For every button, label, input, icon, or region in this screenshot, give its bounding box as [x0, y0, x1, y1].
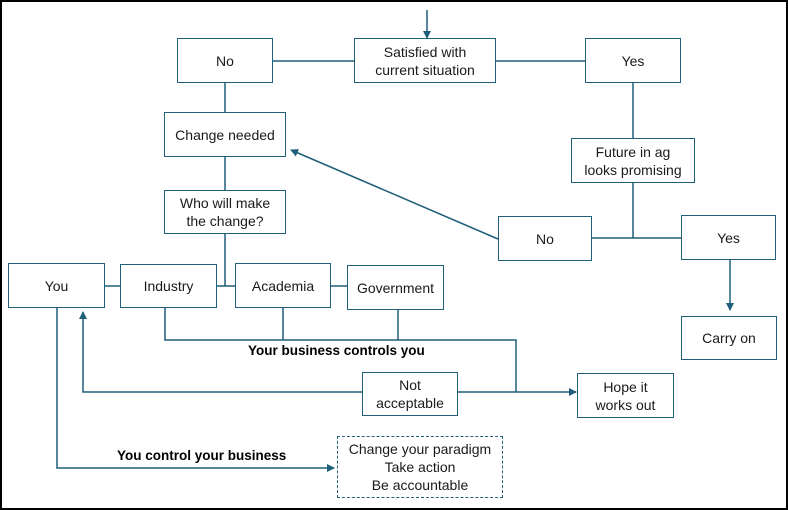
arrow-not-acceptable-to-you: [79, 311, 362, 393]
academia-box: Academia: [235, 263, 331, 308]
future-box: Future in ag looks promising: [571, 138, 695, 183]
hope-box: Hope it works out: [577, 373, 674, 418]
paradigm-box: Change your paradigm Take action Be acco…: [337, 436, 503, 498]
yes-box-mid: Yes: [681, 215, 776, 260]
satisfied-box: Satisfied with current situation: [354, 38, 496, 83]
connector-bracket: [164, 308, 517, 392]
who-box: Who will make the change?: [164, 190, 286, 234]
government-box: Government: [347, 265, 444, 310]
arrow-you-to-paradigm: [56, 308, 335, 472]
not-acceptable-box: Not acceptable: [362, 372, 458, 416]
no-box-mid: No: [498, 216, 592, 261]
yes-box-top: Yes: [585, 38, 681, 83]
you-control-business-label: You control your business: [117, 448, 287, 463]
carry-on-box: Carry on: [681, 316, 777, 360]
industry-box: Industry: [120, 264, 217, 308]
no-box-top: No: [177, 38, 273, 83]
arrow-no-to-change: [290, 149, 499, 240]
change-needed-box: Change needed: [164, 112, 286, 157]
business-controls-you-label: Your business controls you: [248, 343, 425, 358]
you-box: You: [8, 263, 105, 308]
